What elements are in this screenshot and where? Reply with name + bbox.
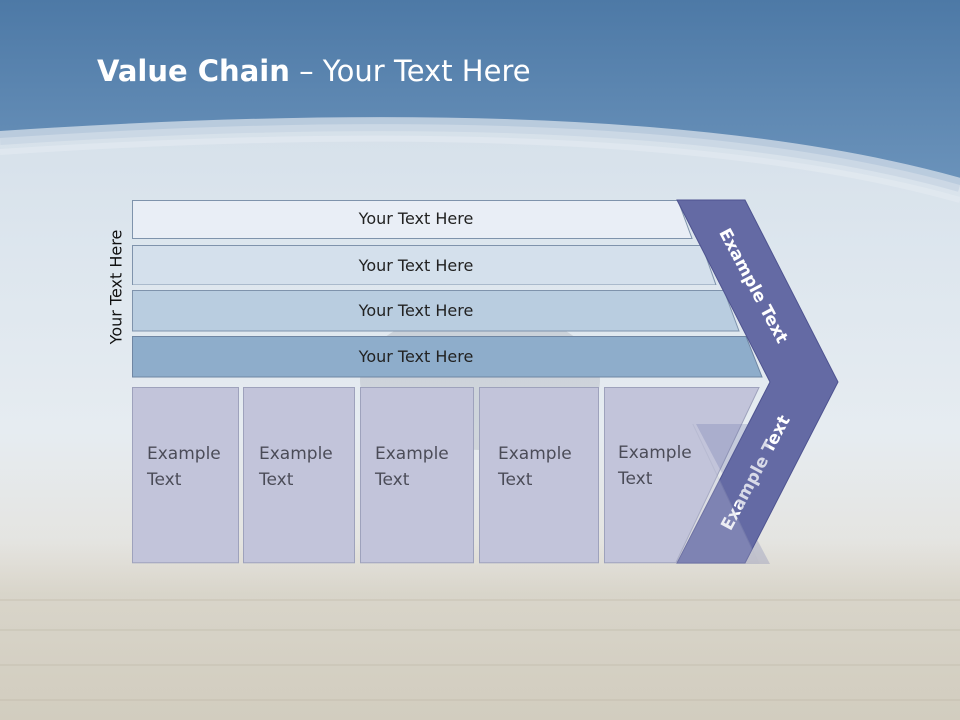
box-line2: Text [498, 470, 532, 490]
support-bar-label: Your Text Here [358, 347, 474, 366]
bar-shape [132, 245, 717, 285]
bar-shape [132, 200, 693, 239]
box-line2: Text [259, 470, 293, 490]
activity-box-5-shape [604, 387, 760, 563]
header-curve-highlight [0, 117, 960, 192]
support-bar-label: Your Text Here [358, 209, 474, 228]
box-line1: Example [618, 443, 692, 463]
margin-chevron [676, 199, 839, 564]
box-line2: Text [147, 470, 181, 490]
support-bar-label: Your Text Here [358, 256, 474, 275]
balustrade-lines [0, 599, 960, 701]
slide-title: Value Chain – Your Text Here [97, 54, 531, 88]
bar-shape [132, 290, 740, 332]
title-bold: Value Chain [97, 54, 290, 88]
reflection [132, 424, 832, 564]
box-line1: Example [259, 444, 333, 464]
support-bar-label: Your Text Here [358, 301, 474, 320]
bar-shape [132, 336, 763, 378]
box-line1: Example [147, 444, 221, 464]
box-line2: Text [618, 469, 652, 489]
box-line2: Text [375, 470, 409, 490]
side-label: Your Text Here [106, 229, 126, 345]
header-curve-line [0, 135, 960, 203]
title-rest: – Your Text Here [289, 54, 531, 88]
box-line1: Example [498, 444, 572, 464]
box-line1: Example [375, 444, 449, 464]
